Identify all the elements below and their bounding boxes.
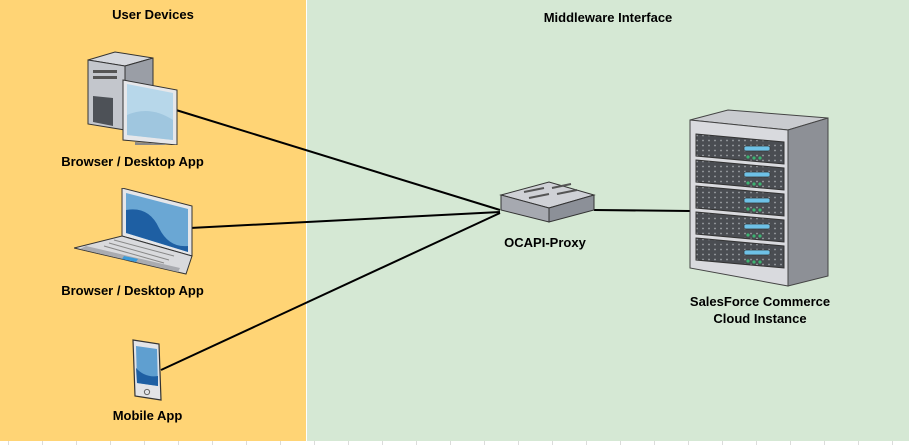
label-desktop: Browser / Desktop App [61, 154, 204, 169]
ruler-tick [484, 441, 485, 445]
ruler-tick [756, 441, 757, 445]
ruler-tick [246, 441, 247, 445]
ruler-tick [722, 441, 723, 445]
edge-mobile-proxy[interactable] [160, 212, 501, 371]
smartphone-icon[interactable] [131, 338, 165, 402]
ruler-tick [654, 441, 655, 445]
ruler-tick [450, 441, 451, 445]
ruler-tick [382, 441, 383, 445]
ruler-tick [824, 441, 825, 445]
desktop-computer-icon[interactable] [85, 50, 180, 145]
ruler-tick [8, 441, 9, 445]
ruler-tick [348, 441, 349, 445]
ruler-tick [42, 441, 43, 445]
label-mobile: Mobile App [112, 408, 183, 423]
ruler-tick [586, 441, 587, 445]
ruler-tick [314, 441, 315, 445]
ruler-tick [110, 441, 111, 445]
server-bays [695, 133, 785, 269]
laptop-icon[interactable] [74, 188, 194, 276]
ruler-tick [416, 441, 417, 445]
ruler-tick [620, 441, 621, 445]
ruler-tick [518, 441, 519, 445]
label-server-line1: SalesForce Commerce [689, 294, 831, 309]
ruler-tick [688, 441, 689, 445]
lane-title-user-devices: User Devices [112, 7, 194, 22]
ruler-tick [892, 441, 893, 445]
label-server-line2: Cloud Instance [713, 311, 807, 326]
lane-title-middleware: Middleware Interface [543, 10, 673, 25]
ruler-tick [858, 441, 859, 445]
edge-proxy-server[interactable] [593, 209, 691, 212]
label-server: SalesForce Commerce Cloud Instance [665, 293, 855, 327]
ruler-tick [178, 441, 179, 445]
ruler-tick [76, 441, 77, 445]
ruler-tick [280, 441, 281, 445]
edge-laptop-proxy[interactable] [189, 211, 501, 229]
ruler-tick [790, 441, 791, 445]
ruler-tick [144, 441, 145, 445]
edge-desktop-proxy[interactable] [175, 109, 501, 211]
network-switch-icon[interactable] [499, 180, 597, 226]
label-laptop: Browser / Desktop App [61, 283, 204, 298]
label-proxy: OCAPI-Proxy [504, 235, 586, 250]
ruler-tick [212, 441, 213, 445]
ruler-tick [552, 441, 553, 445]
server-rack-icon[interactable] [688, 108, 833, 288]
